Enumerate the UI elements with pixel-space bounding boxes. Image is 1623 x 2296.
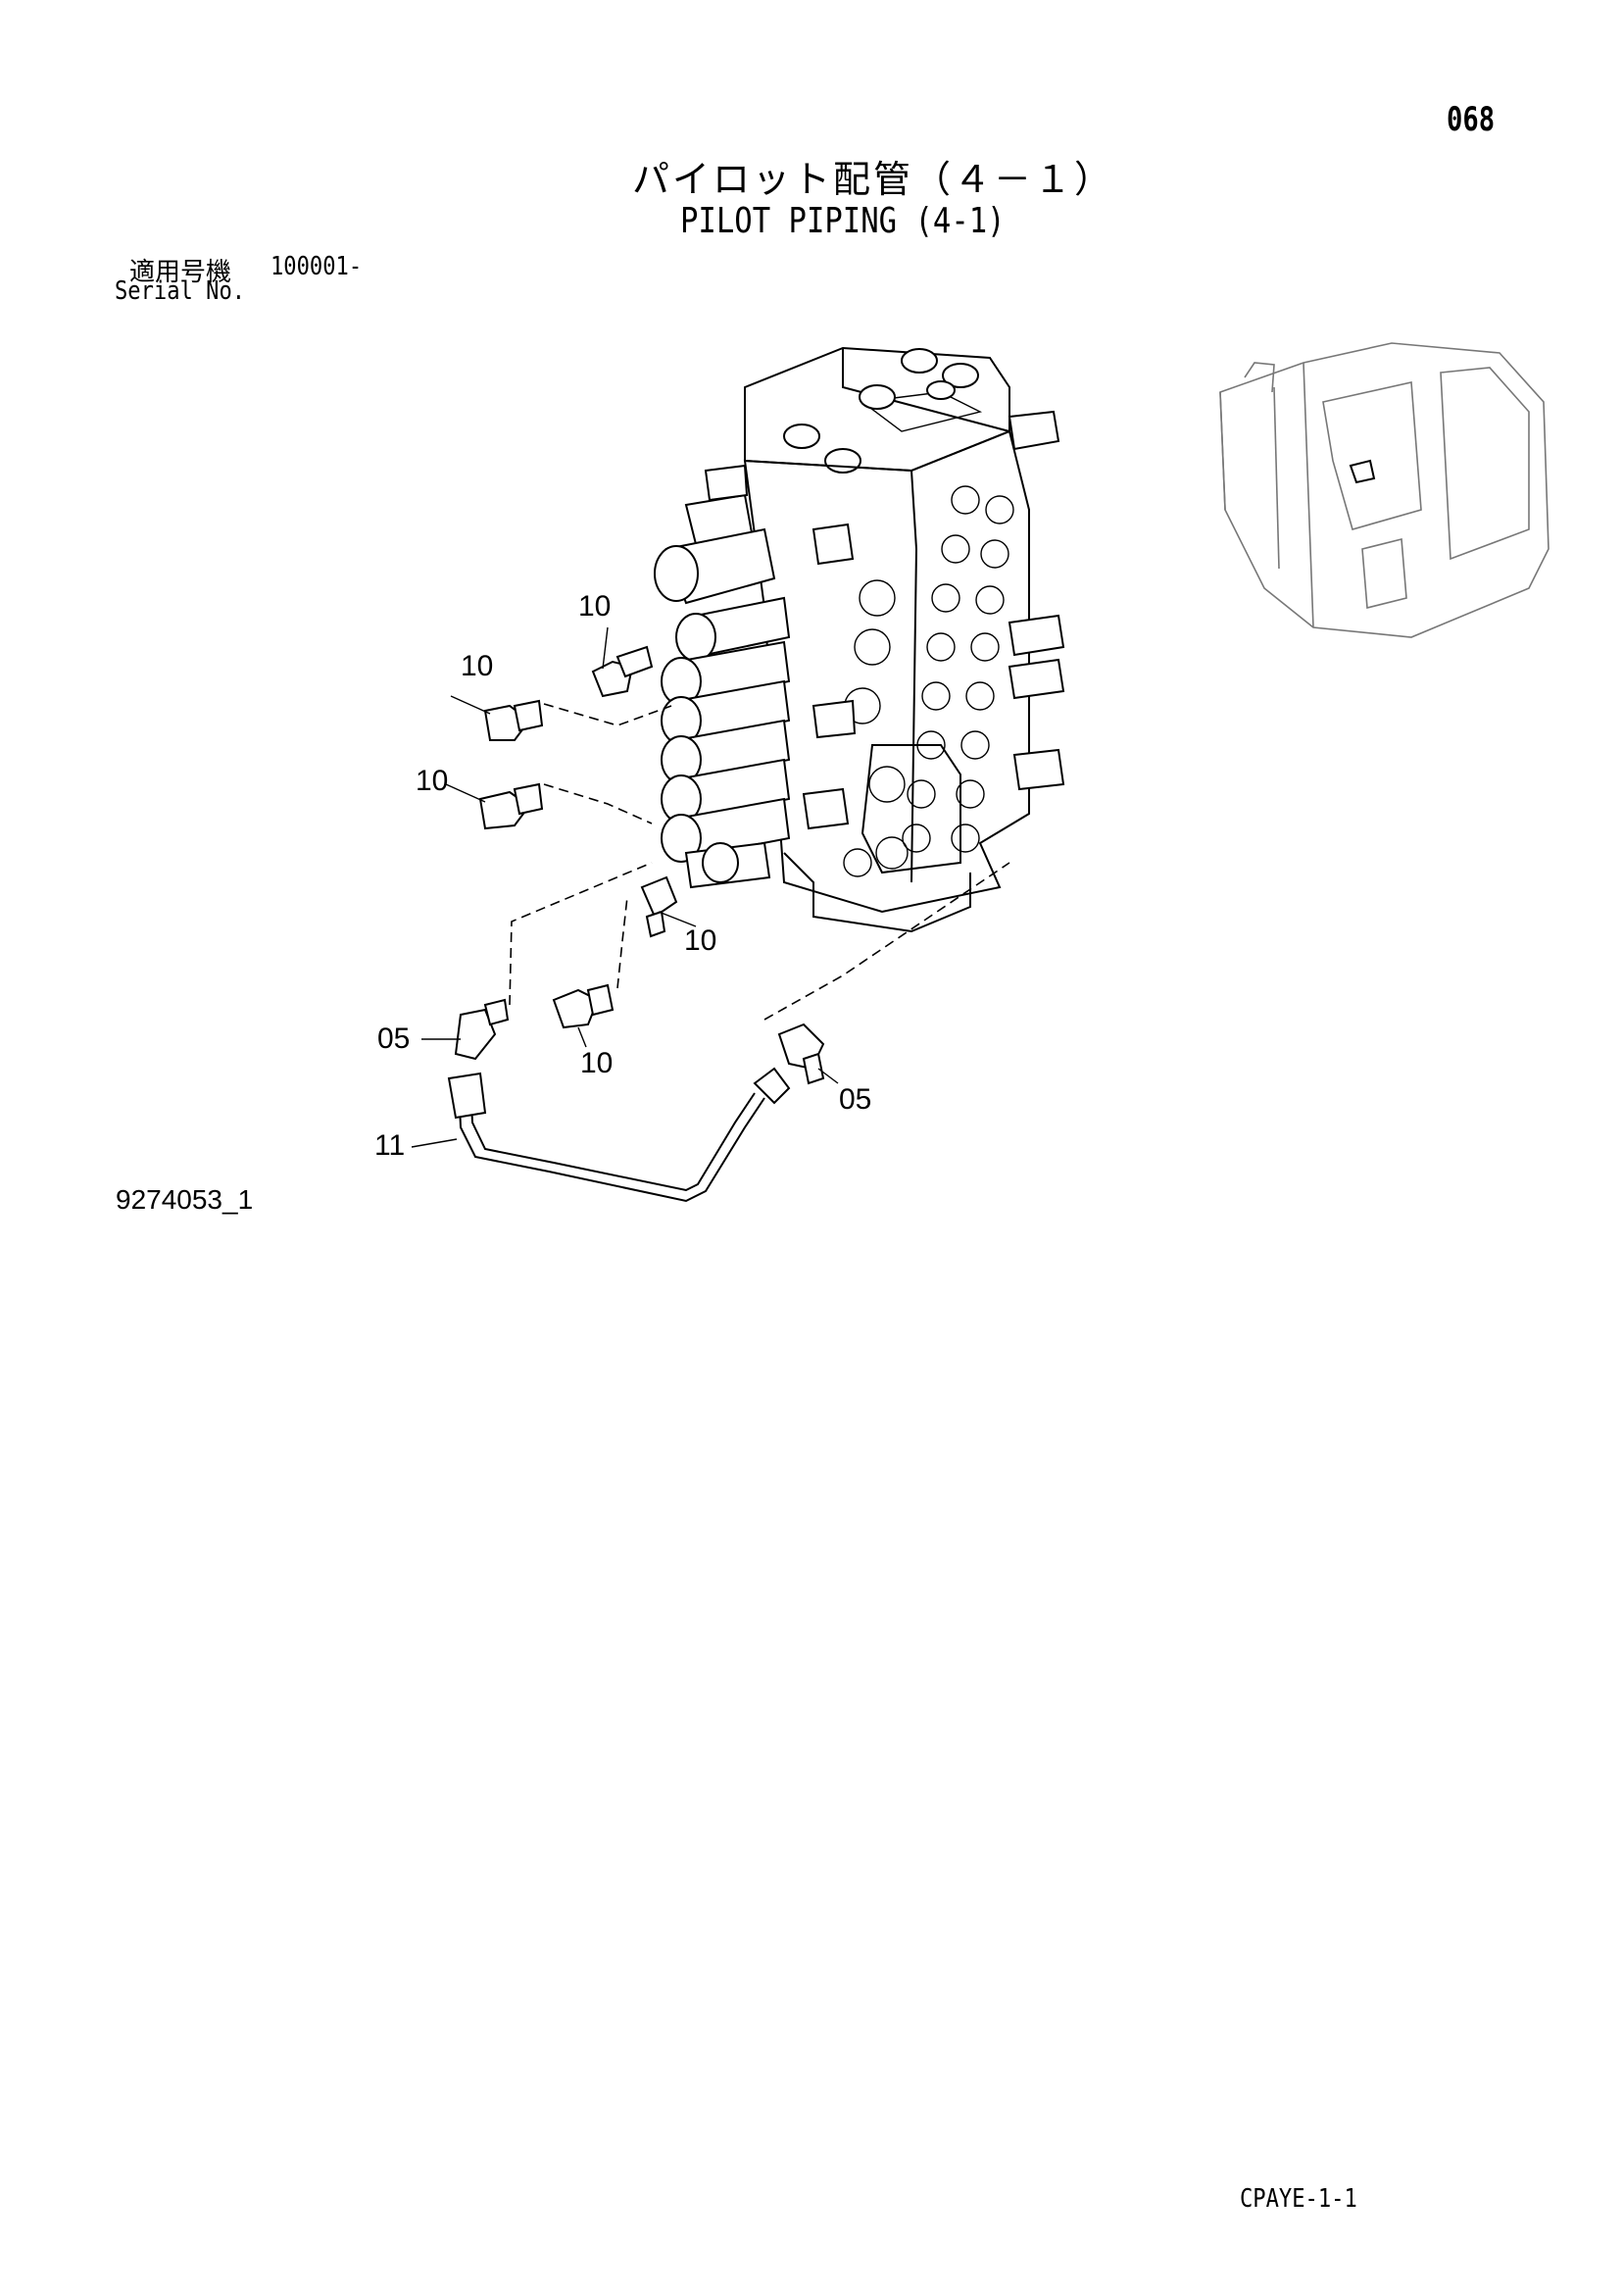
fittings-and-leaders bbox=[411, 626, 1010, 1203]
serial-value: 100001- bbox=[270, 252, 363, 281]
serial-label-english: Serial No. bbox=[115, 276, 246, 306]
page-title-japanese: パイロット配管（４－１） bbox=[632, 158, 1115, 201]
serial-label-japanese: 適用号機 bbox=[129, 258, 232, 287]
callout-number: 11 bbox=[374, 1129, 406, 1162]
figure-id: 9274053_1 bbox=[116, 1184, 254, 1215]
footer-code: CPAYE-1-1 bbox=[1240, 2184, 1357, 2214]
page-number: 068 bbox=[1447, 100, 1496, 139]
callout-number: 10 bbox=[684, 924, 717, 957]
callout-number: 05 bbox=[839, 1083, 872, 1116]
callout-number: 10 bbox=[416, 765, 449, 797]
callout-number: 10 bbox=[578, 590, 612, 623]
control-valve-illustration bbox=[654, 346, 1065, 933]
cab-location-illustration bbox=[1219, 342, 1549, 638]
callout-number: 10 bbox=[580, 1047, 614, 1079]
callout-number: 10 bbox=[461, 650, 494, 682]
callout-number: 05 bbox=[377, 1023, 411, 1055]
page-title-english: PILOT PIPING (4-1) bbox=[680, 201, 1006, 241]
